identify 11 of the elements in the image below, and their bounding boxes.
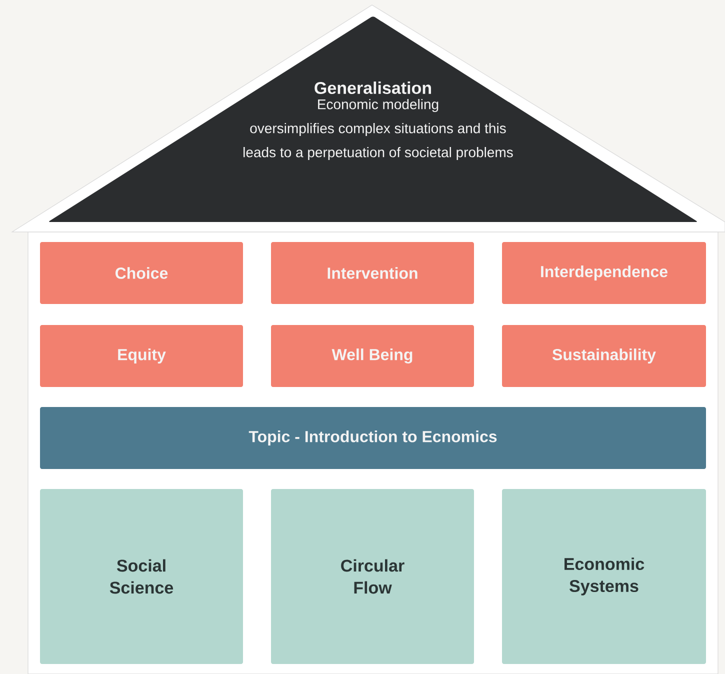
roof-triangle: Generalisation Economic modeling oversimplifies complex situations and this leads to a perpetuation of societal problems (49, 16, 697, 222)
pillar-box: Interdependence (502, 242, 706, 304)
pillar-box: Well Being (271, 325, 474, 387)
pillar-box: Sustainability (502, 325, 706, 387)
pillar-box: Equity (40, 325, 243, 387)
pillar-box: Choice (40, 242, 243, 304)
foundation-box: Circular Flow (271, 488, 474, 664)
foundation-box: Economic Systems (502, 488, 706, 664)
pillar-box: Intervention (271, 242, 474, 304)
foundation-box: Social Science (40, 488, 243, 664)
topic-band: Topic - Introduction to Ecnomics (40, 406, 706, 469)
